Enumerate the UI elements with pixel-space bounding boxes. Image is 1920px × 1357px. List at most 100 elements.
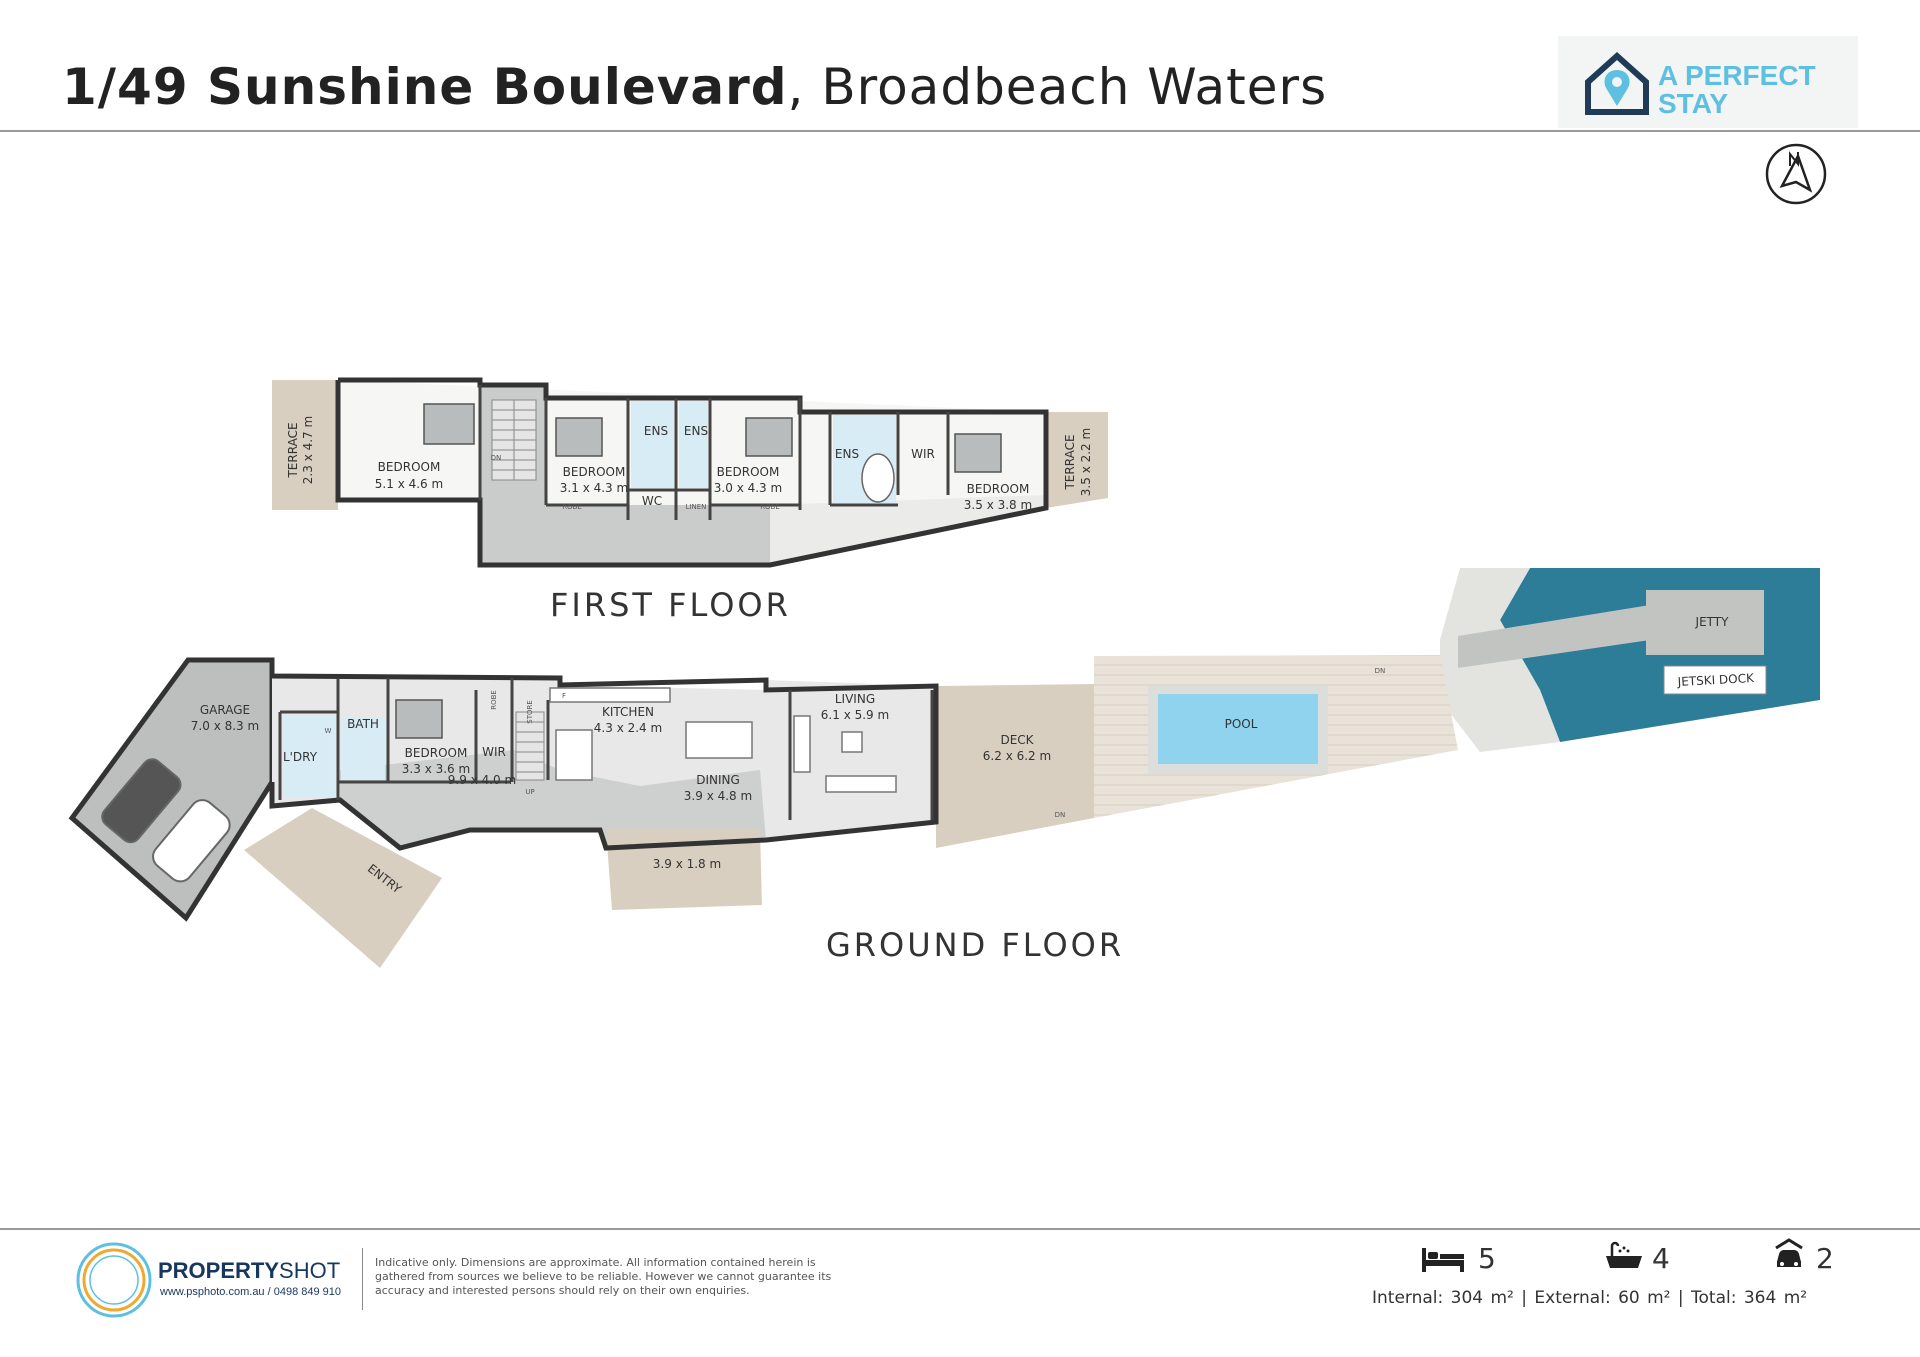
- stairs-ground-floor: [515, 711, 545, 781]
- pool: [1158, 694, 1318, 764]
- dining-label: DINING: [696, 773, 740, 787]
- deck-dims: 6.2 x 6.2 m: [983, 749, 1051, 763]
- ensuite-label-3: ENS: [835, 447, 859, 461]
- car-count: 2: [1816, 1242, 1834, 1275]
- kitchen-label: KITCHEN: [602, 705, 654, 719]
- terrace-right: [1046, 412, 1108, 508]
- car-icon: [1775, 1238, 1803, 1267]
- laundry-label: L'DRY: [283, 750, 318, 764]
- washer-label: W: [325, 727, 332, 735]
- terrace-label-2: TERRACE: [1063, 434, 1077, 490]
- terrace-left: [272, 380, 338, 510]
- terrace-dims-1: 2.3 x 4.7 m: [301, 416, 315, 484]
- robe-label-2: ROBE: [760, 503, 780, 511]
- bedroom-label-4: BEDROOM: [967, 482, 1030, 496]
- company-name-light: SHOT: [279, 1258, 341, 1283]
- ensuite-tiles-1: [631, 401, 674, 488]
- garage-label: GARAGE: [200, 703, 250, 717]
- bath-icon: [1606, 1241, 1642, 1268]
- ground-floor-interior-walls: [278, 678, 934, 820]
- ensuite-tiles-2: [679, 401, 708, 488]
- garage-dims: 7.0 x 8.3 m: [191, 719, 259, 733]
- ground-floor-corridor: [340, 750, 766, 848]
- address-suburb: , Broadbeach Waters: [787, 58, 1328, 116]
- fridge-label: F: [562, 692, 566, 700]
- first-floor-interior-walls: [478, 385, 950, 520]
- bedroom-dims-4: 3.5 x 3.8 m: [964, 498, 1032, 512]
- ensuite-label-2: ENS: [684, 424, 708, 438]
- page-title: 1/49 Sunshine Boulevard, Broadbeach Wate…: [62, 58, 1327, 116]
- brand-logo: [1558, 36, 1858, 128]
- hallway-dims: 9.9 x 4.0 m: [448, 773, 516, 787]
- first-floor-plan: TERRACE 2.3 x 4.7 m BEDROOM 5.1 x 4.6 m …: [272, 377, 1108, 568]
- jetty-platform: [1646, 590, 1764, 655]
- header-divider: [0, 130, 1920, 132]
- ground-floor-title: GROUND FLOOR: [826, 926, 1125, 964]
- bed-ground-floor: [395, 699, 443, 739]
- dn-label-first: DN: [491, 454, 502, 462]
- bath-label: BATH: [347, 717, 379, 731]
- footer-vertical-divider: [362, 1248, 363, 1310]
- brand-line2: STAY: [1658, 88, 1729, 119]
- laundry-tiles: [283, 715, 335, 797]
- address-street: 1/49 Sunshine Boulevard: [62, 58, 788, 116]
- company-name: PROPERTYSHOT: [158, 1258, 340, 1284]
- wc-label: WC: [642, 494, 662, 508]
- wir-label-1: WIR: [911, 447, 935, 461]
- footer-divider: [0, 1228, 1920, 1230]
- bath-tiles: [341, 718, 385, 780]
- terrace-dims-2: 3.5 x 2.2 m: [1079, 428, 1093, 496]
- linen-label: LINEN: [686, 503, 707, 511]
- living-sofa-1: [793, 715, 811, 773]
- bedroom-dims-1: 5.1 x 4.6 m: [375, 477, 443, 491]
- car-shapes: [101, 758, 231, 883]
- house-pin-icon: [1585, 51, 1649, 115]
- north-arrow-icon: [1765, 143, 1827, 205]
- jetski-dock: [1663, 665, 1767, 695]
- terrace-label-1: TERRACE: [286, 422, 300, 478]
- pool-label: POOL: [1225, 717, 1258, 731]
- dn-label-pool: DN: [1375, 667, 1386, 675]
- up-label: UP: [525, 788, 534, 796]
- store-label: STORE: [526, 700, 534, 724]
- kitchen-island: [555, 729, 593, 781]
- first-floor-title: FIRST FLOOR: [550, 586, 791, 624]
- first-floor-corridor: [480, 385, 770, 565]
- kitchen-bench: [549, 687, 671, 703]
- bedroom-label-1: BEDROOM: [378, 460, 441, 474]
- propertyshot-logo-icon: [76, 1242, 152, 1318]
- patio-dims: 3.9 x 1.8 m: [653, 857, 721, 871]
- ground-floor-outer-wall: [269, 660, 939, 851]
- bedroom-dims-3: 3.0 x 4.3 m: [714, 481, 782, 495]
- jetty-walkway: [1458, 605, 1650, 668]
- front-patio: [606, 830, 762, 910]
- first-floor-outer-wall: [335, 377, 1049, 568]
- ensuite-label-1: ENS: [644, 424, 668, 438]
- kitchen-dims: 4.3 x 2.4 m: [594, 721, 662, 735]
- company-name-bold: PROPERTY: [158, 1258, 280, 1283]
- bedroom-label-2: BEDROOM: [563, 465, 626, 479]
- ground-floor-plan: GARAGE 7.0 x 8.3 m L'DRY BATH BEDROOM 3.…: [68, 568, 1820, 968]
- living-sofa-2: [825, 775, 897, 793]
- company-website: www.psphoto.com.au / 0498 849 910: [160, 1286, 342, 1298]
- brand-line1: A PERFECT: [1658, 60, 1816, 91]
- bed-icon: [1422, 1248, 1464, 1272]
- bedroom-dims-2: 3.1 x 4.3 m: [560, 481, 628, 495]
- disclaimer-text: Indicative only. Dimensions are approxim…: [375, 1256, 832, 1297]
- jetski-dock-label: JETSKI DOCK: [1676, 671, 1755, 689]
- robe-label-1: ROBE: [562, 503, 582, 511]
- garage-wall: [68, 657, 275, 922]
- wir-label-2: WIR: [482, 745, 506, 759]
- deck-label: DECK: [1000, 733, 1034, 747]
- bathtub: [861, 453, 895, 503]
- bathroom-count: 4: [1652, 1242, 1670, 1275]
- beds-first-floor: [423, 403, 1002, 473]
- dn-label-deck: DN: [1055, 811, 1066, 819]
- living-dims: 6.1 x 5.9 m: [821, 708, 889, 722]
- dining-table: [685, 721, 753, 759]
- first-floor-hall: [770, 495, 1046, 565]
- dining-dims: 3.9 x 4.8 m: [684, 789, 752, 803]
- deck-area: [936, 684, 1094, 848]
